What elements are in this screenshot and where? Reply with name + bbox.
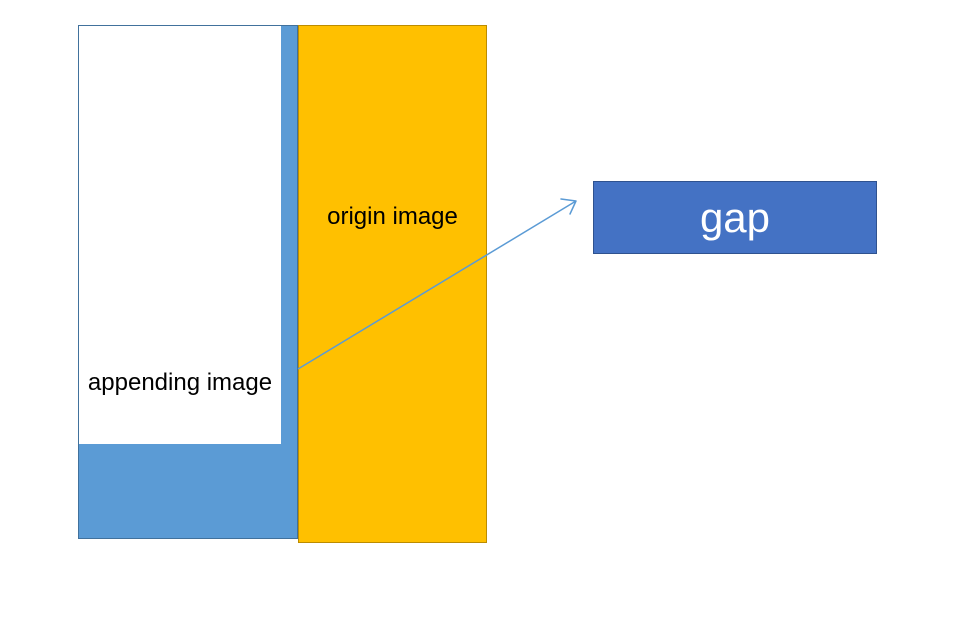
origin-image-region — [298, 25, 487, 543]
gap-label: gap — [699, 193, 771, 241]
arrow-head — [560, 198, 577, 215]
origin-image-label: origin image — [327, 203, 458, 230]
appending-image-label: appending image — [87, 369, 273, 396]
appending-image-white-area — [79, 26, 281, 444]
gap-box: gap — [593, 181, 877, 254]
